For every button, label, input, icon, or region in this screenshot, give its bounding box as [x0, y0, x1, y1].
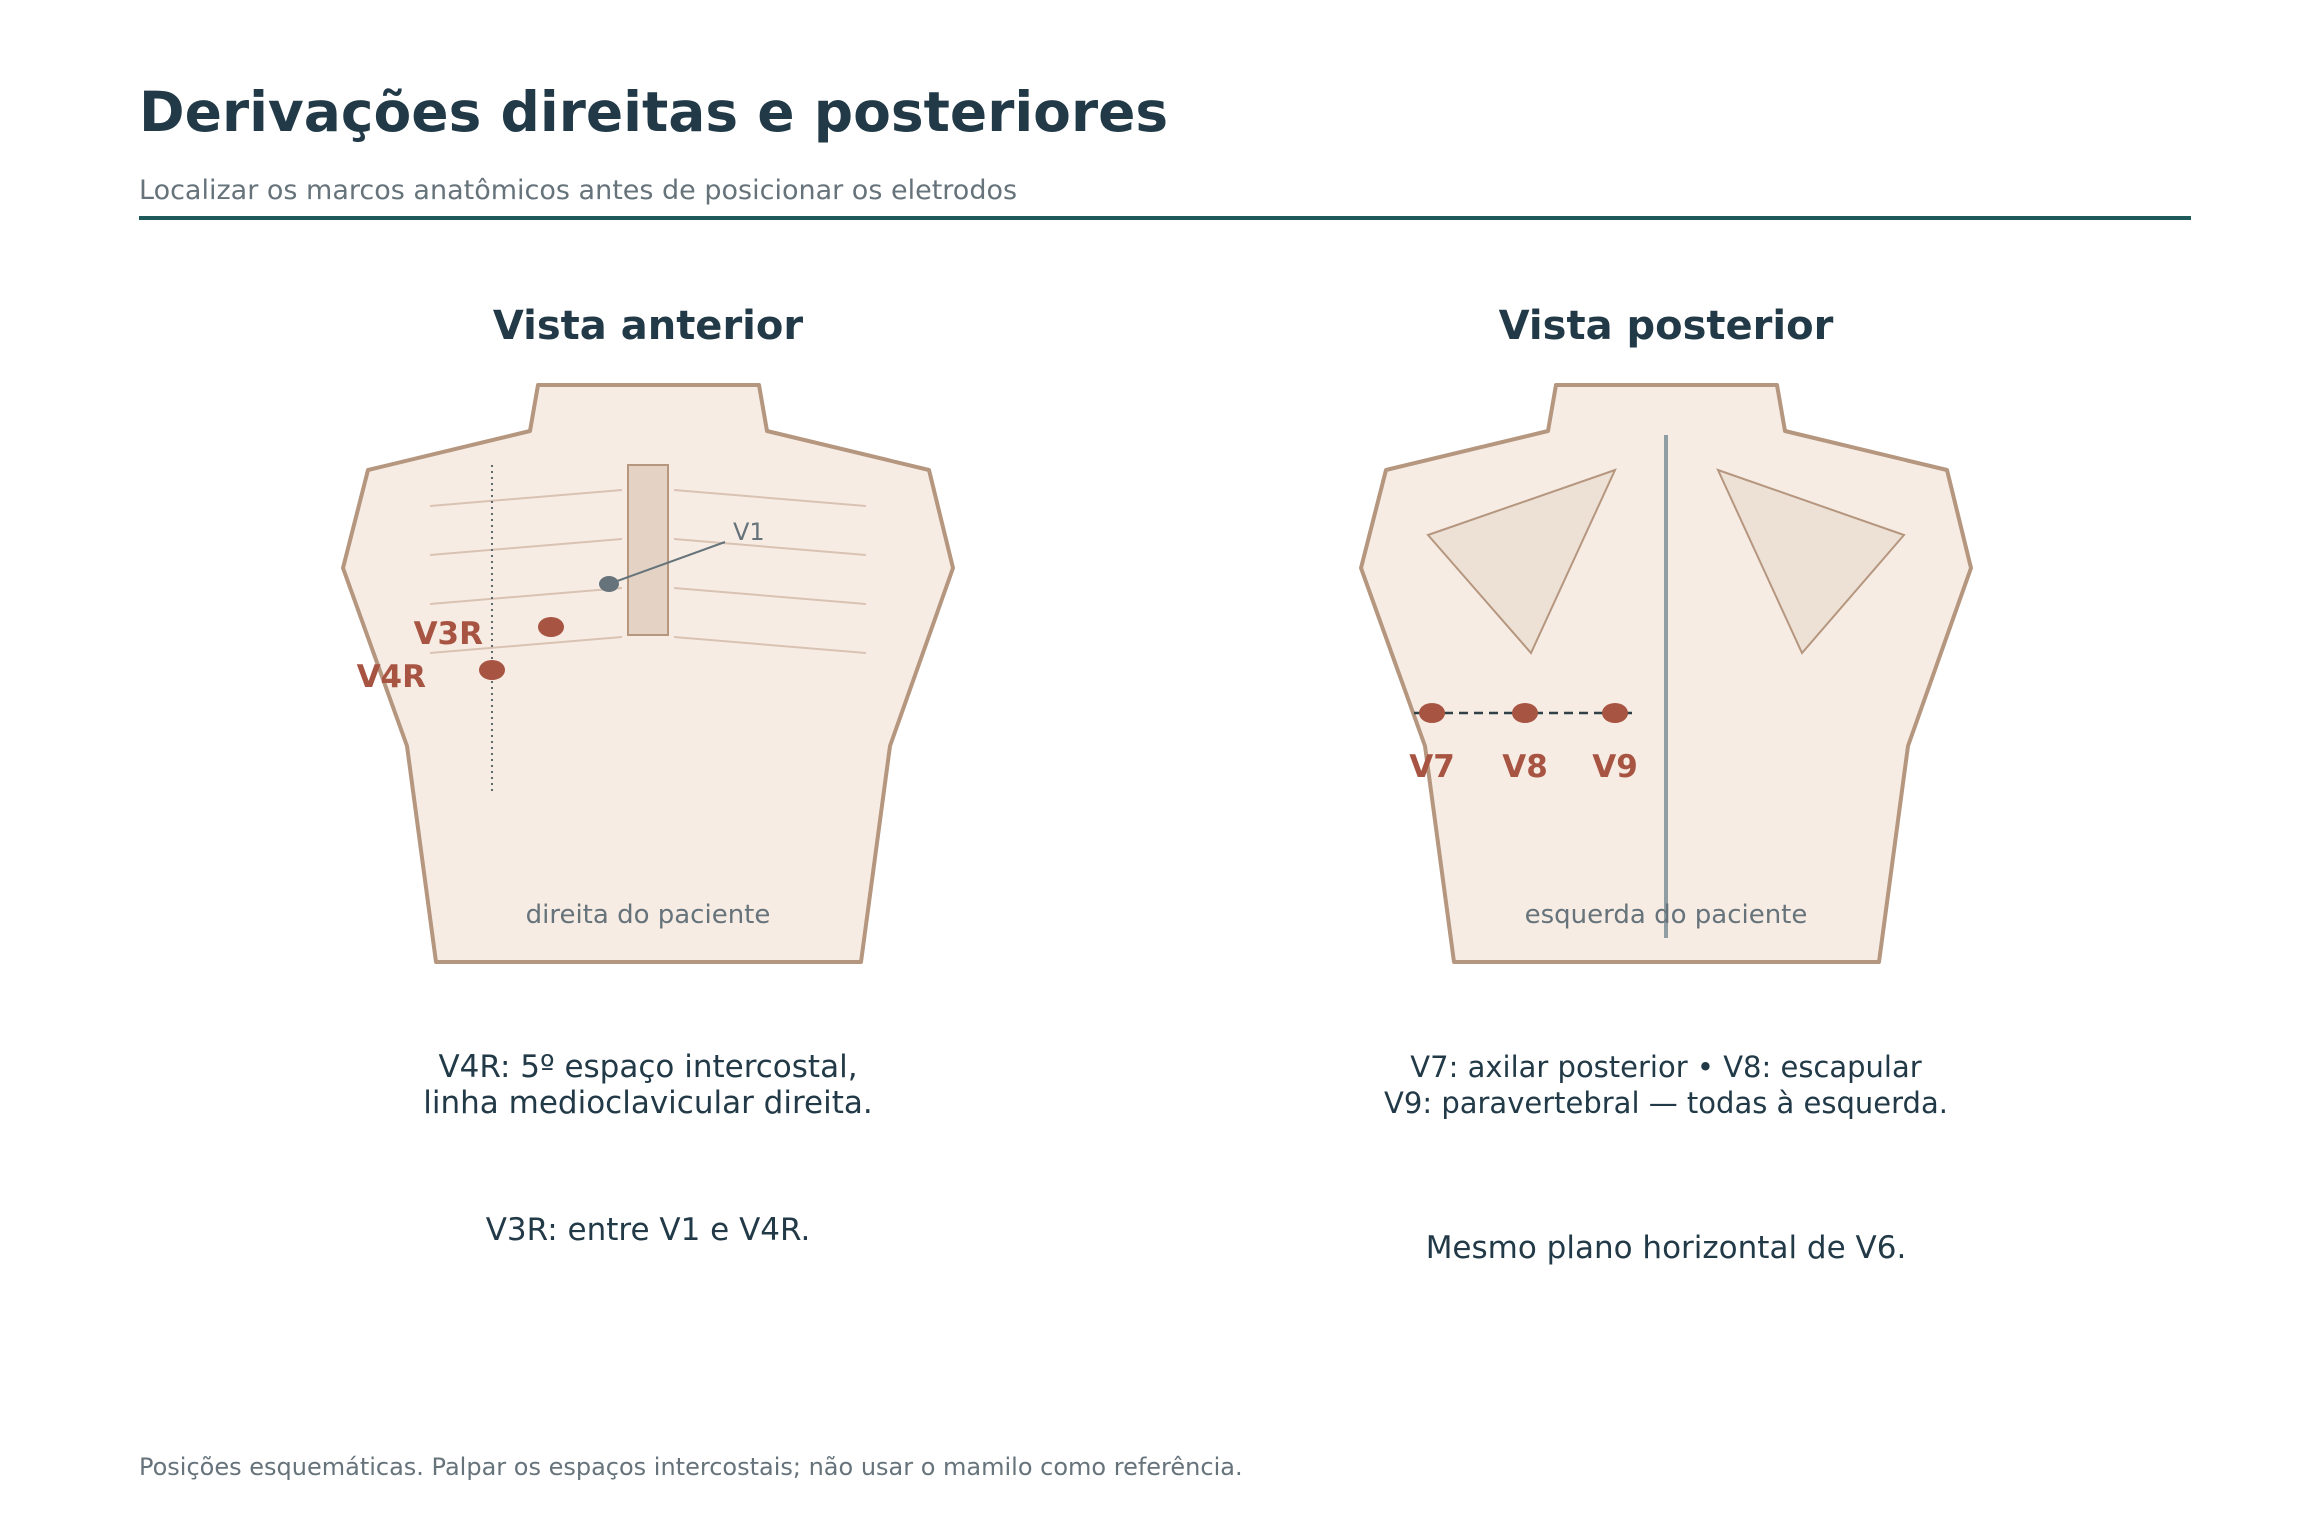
anterior-side-label: direita do paciente — [526, 900, 771, 930]
posterior-note-line-2: V9: paravertebral — todas à esquerda. — [1384, 1086, 1948, 1120]
rib-right-4 — [429, 636, 623, 654]
posterior-heading: Vista posterior — [1499, 303, 1834, 349]
v1-leader-line — [608, 541, 726, 585]
page-title: Derivações direitas e posteriores — [139, 80, 1169, 144]
anterior-ribs — [429, 489, 867, 654]
sternum — [627, 464, 669, 636]
anterior-view: Vista anterior V1 V3R V4R direita do pac… — [341, 303, 955, 1248]
posterior-note-extra: Mesmo plano horizontal de V6. — [1426, 1230, 1907, 1266]
anterior-note-line-2: linha medioclavicular direita. — [423, 1085, 872, 1121]
rib-left-2 — [673, 538, 867, 556]
v9-label: V9 — [1592, 749, 1638, 785]
anterior-torso-outline — [341, 383, 955, 964]
scapula-left — [1426, 468, 1617, 655]
v3r-label: V3R — [414, 616, 484, 652]
posterior-view: Vista posterior V7 V8 V9 esquerda do pac… — [1359, 303, 1973, 1266]
anterior-note-line-1: V4R: 5º espaço intercostal, — [438, 1049, 857, 1085]
posterior-note-line-1: V7: axilar posterior • V8: escapular — [1410, 1050, 1921, 1084]
v3r-electrode — [538, 617, 564, 637]
rib-left-3 — [673, 587, 867, 605]
page-subtitle: Localizar os marcos anatômicos antes de … — [139, 175, 1018, 206]
rib-right-1 — [429, 489, 623, 507]
rib-left-1 — [673, 489, 867, 507]
v8-electrode — [1512, 703, 1538, 723]
v7-electrode — [1419, 703, 1445, 723]
v4r-electrode — [479, 660, 505, 680]
v4r-label: V4R — [357, 659, 427, 695]
anterior-heading: Vista anterior — [493, 303, 803, 349]
posterior-side-label: esquerda do paciente — [1525, 900, 1808, 930]
footnote: Posições esquemáticas. Palpar os espaços… — [139, 1453, 1243, 1481]
v9-electrode — [1602, 703, 1628, 723]
v8-label: V8 — [1502, 749, 1548, 785]
scapula-right — [1716, 468, 1906, 655]
rib-left-4 — [673, 636, 867, 654]
rib-right-2 — [429, 538, 623, 556]
rib-right-3 — [429, 587, 623, 605]
v7-label: V7 — [1409, 749, 1455, 785]
title-divider — [139, 216, 2191, 220]
v1-label: V1 — [733, 518, 765, 546]
anterior-note-extra: V3R: entre V1 e V4R. — [486, 1212, 811, 1248]
v1-electrode — [599, 576, 619, 592]
